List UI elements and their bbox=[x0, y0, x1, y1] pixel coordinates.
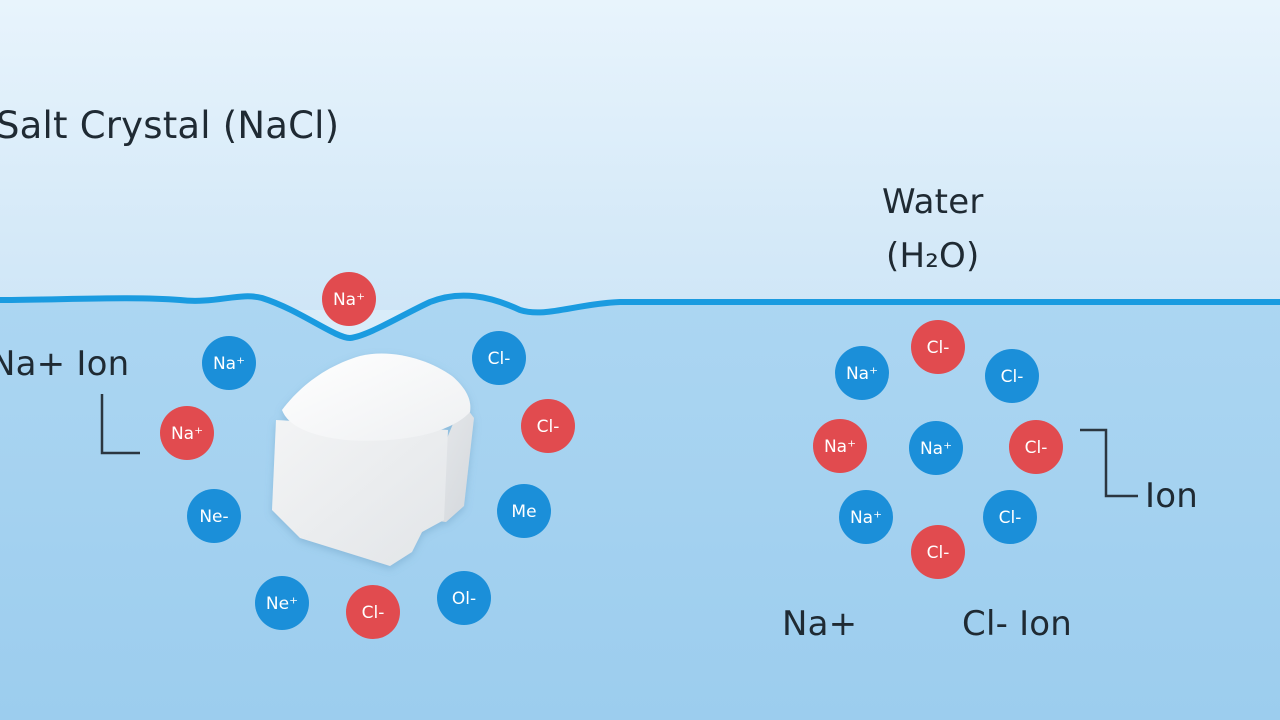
ion-chloride-ion: Cl- bbox=[521, 399, 575, 453]
ion-label: Ion bbox=[1145, 476, 1198, 516]
ion-chloride-ion: Cl- bbox=[911, 525, 965, 579]
ion-circle bbox=[911, 320, 965, 374]
ion-circle bbox=[911, 525, 965, 579]
ion-circle bbox=[839, 490, 893, 544]
ion-sodium-ion: Me bbox=[497, 484, 551, 538]
ion-symbol: Ol- bbox=[452, 589, 476, 609]
ion-sodium-ion: Cl- bbox=[985, 349, 1039, 403]
ion-sodium-ion: Ol- bbox=[437, 571, 491, 625]
ion-symbol: Na⁺ bbox=[846, 364, 878, 384]
air-background bbox=[0, 0, 1280, 310]
ion-circle bbox=[909, 421, 963, 475]
ion-circle bbox=[322, 272, 376, 326]
ion-symbol: Me bbox=[511, 502, 536, 522]
ion-symbol: Cl- bbox=[1025, 438, 1048, 458]
ion-circle bbox=[437, 571, 491, 625]
ion-chloride-ion: Cl- bbox=[1009, 420, 1063, 474]
diagram-title: Salt Crystal (NaCl) bbox=[0, 104, 340, 147]
ion-sodium-ion: Na⁺ bbox=[909, 421, 963, 475]
ion-symbol: Cl- bbox=[927, 543, 950, 563]
water-formula-label: (H₂O) bbox=[886, 236, 980, 276]
ion-circle bbox=[985, 349, 1039, 403]
ion-circle bbox=[497, 484, 551, 538]
ion-sodium-ion: Ne⁺ bbox=[255, 576, 309, 630]
ion-chloride-ion: Na⁺ bbox=[813, 419, 867, 473]
ion-leader-line bbox=[1080, 428, 1138, 498]
crystal-top-face bbox=[282, 353, 471, 441]
na-plus-label: Na+ bbox=[782, 604, 858, 644]
ion-symbol: Cl- bbox=[927, 338, 950, 358]
ion-symbol: Cl- bbox=[999, 508, 1022, 528]
ion-circle bbox=[521, 399, 575, 453]
na-ion-leader-line bbox=[100, 394, 140, 455]
ion-symbol: Na⁺ bbox=[171, 424, 203, 444]
water-surface-line bbox=[0, 292, 1280, 342]
ion-sodium-ion: Na⁺ bbox=[839, 490, 893, 544]
ion-sodium-ion: Ne- bbox=[187, 489, 241, 543]
ion-chloride-ion: Cl- bbox=[346, 585, 400, 639]
ion-symbol: Cl- bbox=[488, 349, 511, 369]
ion-sodium-ion: Na⁺ bbox=[202, 336, 256, 390]
cl-ion-label: Cl- Ion bbox=[962, 604, 1073, 644]
ion-symbol: Na⁺ bbox=[850, 508, 882, 528]
ion-symbol: Cl- bbox=[362, 603, 385, 623]
ion-chloride-ion: Na⁺ bbox=[322, 272, 376, 326]
ion-circle bbox=[1009, 420, 1063, 474]
ion-symbol: Cl- bbox=[1001, 367, 1024, 387]
water-label: Water bbox=[882, 182, 984, 222]
ion-symbol: Na⁺ bbox=[920, 439, 952, 459]
ion-symbol: Na⁺ bbox=[824, 437, 856, 457]
ion-symbol: Na⁺ bbox=[213, 354, 245, 374]
ion-chloride-ion: Cl- bbox=[911, 320, 965, 374]
ion-layer: Na⁺Na⁺Na⁺Ne-Ne⁺Cl-Ol-MeCl-Cl-Cl-Na⁺Cl-Na… bbox=[160, 272, 1063, 639]
ion-circle bbox=[472, 331, 526, 385]
crystal-front-face bbox=[272, 420, 448, 566]
ion-circle bbox=[346, 585, 400, 639]
ion-circle bbox=[813, 419, 867, 473]
ion-symbol: Ne- bbox=[199, 507, 228, 527]
salt-crystal bbox=[272, 353, 474, 566]
ion-symbol: Ne⁺ bbox=[266, 594, 298, 614]
ion-sodium-ion: Cl- bbox=[472, 331, 526, 385]
ion-symbol: Cl- bbox=[537, 417, 560, 437]
ion-chloride-ion: Na⁺ bbox=[160, 406, 214, 460]
ion-circle bbox=[983, 490, 1037, 544]
ion-circle bbox=[187, 489, 241, 543]
ion-symbol: Na⁺ bbox=[333, 290, 365, 310]
ion-circle bbox=[835, 346, 889, 400]
ion-circle bbox=[202, 336, 256, 390]
ion-circle bbox=[255, 576, 309, 630]
ion-sodium-ion: Cl- bbox=[983, 490, 1037, 544]
na-ion-label: Na+ Ion bbox=[0, 344, 130, 384]
ion-sodium-ion: Na⁺ bbox=[835, 346, 889, 400]
ion-circle bbox=[160, 406, 214, 460]
